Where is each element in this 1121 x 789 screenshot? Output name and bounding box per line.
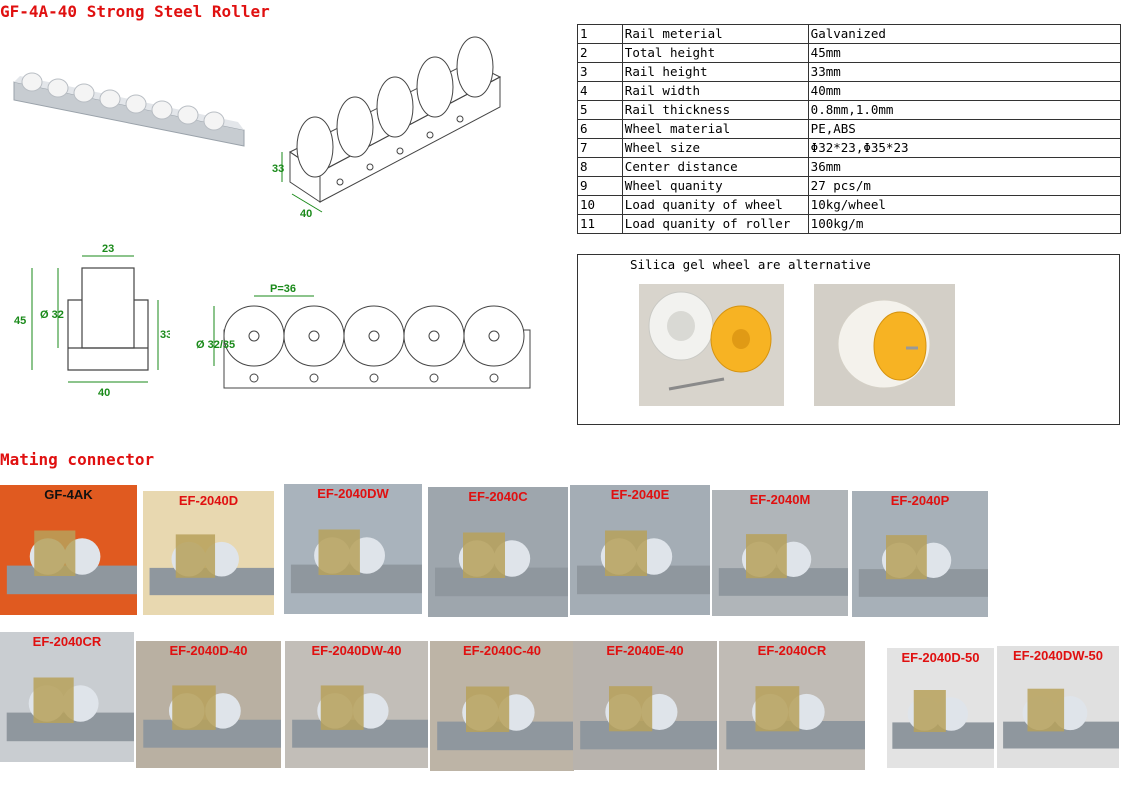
connector-photo: EF-2040C-40 (430, 641, 574, 771)
front-wheel-dim: Ø 32 (40, 309, 64, 321)
connector-label: EF-2040C (468, 489, 528, 504)
spec-no: 1 (577, 24, 623, 44)
connector-photo: EF-2040D-40 (136, 641, 281, 768)
front-total-dim: 45 (14, 315, 26, 327)
spec-no: 3 (577, 62, 623, 82)
connector-photo: EF-2040CR (0, 632, 134, 762)
connector-label: EF-2040DW-50 (1012, 648, 1104, 663)
front-top-dim: 23 (102, 243, 114, 255)
connector-photo: EF-2040M (712, 490, 848, 616)
spec-no: 9 (577, 176, 623, 196)
connector-label: EF-2040D-40 (169, 643, 248, 658)
spec-value: 10kg/wheel (807, 195, 1121, 215)
rail-photo (8, 60, 248, 150)
iso-height-dim: 33 (272, 163, 284, 175)
silica-wheel-box (577, 254, 1120, 425)
spec-item: Center distance (621, 157, 809, 177)
connector-label: EF-2040E-40 (606, 643, 684, 658)
side-pitch-dim: P=36 (270, 283, 296, 295)
spec-item: Load quanity of wheel (621, 195, 809, 215)
spec-no: 7 (577, 138, 623, 158)
spec-value: 100kg/m (807, 214, 1121, 234)
page-title: GF-4A-40 Strong Steel Roller (0, 2, 270, 21)
connector-photo: EF-2040D (143, 491, 274, 615)
connector-photo: EF-2040C (428, 487, 568, 617)
connector-photo: EF-2040D-50 (887, 648, 994, 768)
spec-item: Rail meterial (621, 24, 809, 44)
spec-no: 5 (577, 100, 623, 120)
spec-value: PE,ABS (807, 119, 1121, 139)
connector-label: EF-2040D (178, 493, 239, 508)
connector-photo: EF-2040E (570, 485, 710, 615)
spec-item: Total height (621, 43, 809, 63)
connector-label: EF-2040M (749, 492, 811, 507)
side-view-drawing: P=36 Ø 32/35 (196, 283, 531, 389)
spec-value: 36mm (807, 157, 1121, 177)
spec-value: 45mm (807, 43, 1121, 63)
connector-label: EF-2040CR (757, 643, 827, 658)
spec-no: 2 (577, 43, 623, 63)
spec-no: 8 (577, 157, 623, 177)
connector-photo: EF-2040P (852, 491, 988, 617)
iso-width-dim: 40 (300, 208, 312, 220)
front-rail-dim: 33 (160, 329, 170, 341)
mating-connector-title: Mating connector (0, 450, 155, 469)
connector-photo: EF-2040DW (284, 484, 422, 614)
spec-no: 11 (577, 214, 623, 234)
spec-item: Rail width (621, 81, 809, 101)
spec-value: 0.8mm,1.0mm (807, 100, 1121, 120)
spec-item: Wheel size (621, 138, 809, 158)
spec-value: Galvanized (807, 24, 1121, 44)
connector-label: EF-2040DW (317, 486, 389, 501)
silica-wheel-photo (639, 284, 784, 406)
spec-no: 10 (577, 195, 623, 215)
connector-label: EF-2040P (890, 493, 950, 508)
spec-item: Load quanity of roller (621, 214, 809, 234)
assembled-wheel-photo (814, 284, 955, 406)
spec-value: 40mm (807, 81, 1121, 101)
front-bottom-dim: 40 (98, 387, 110, 399)
spec-value: Φ32*23,Φ35*23 (807, 138, 1121, 158)
connector-label: GF-4AK (44, 487, 93, 502)
connector-photo: EF-2040E-40 (573, 641, 717, 770)
spec-value: 27 pcs/m (807, 176, 1121, 196)
connector-photo: EF-2040CR (719, 641, 865, 770)
spec-value: 33mm (807, 62, 1121, 82)
spec-item: Rail thickness (621, 100, 809, 120)
spec-item: Wheel quanity (621, 176, 809, 196)
front-view-drawing: 23 45 Ø 32 33 40 (14, 243, 170, 399)
spec-no: 4 (577, 81, 623, 101)
side-wheel-dim: Ø 32/35 (196, 339, 235, 351)
connector-label: EF-2040DW-40 (311, 643, 402, 658)
connector-photo: EF-2040DW-40 (285, 641, 428, 768)
spec-item: Wheel material (621, 119, 809, 139)
spec-item: Rail height (621, 62, 809, 82)
connector-photo: EF-2040DW-50 (997, 646, 1119, 768)
silica-note: Silica gel wheel are alternative (630, 257, 871, 272)
connector-label: EF-2040E (610, 487, 670, 502)
connector-label: EF-2040C-40 (462, 643, 542, 658)
connector-label: EF-2040CR (32, 634, 102, 649)
connector-label: EF-2040D-50 (901, 650, 980, 665)
spec-no: 6 (577, 119, 623, 139)
isometric-drawing: 33 40 (272, 36, 502, 220)
connector-photo: GF-4AK (0, 485, 137, 615)
